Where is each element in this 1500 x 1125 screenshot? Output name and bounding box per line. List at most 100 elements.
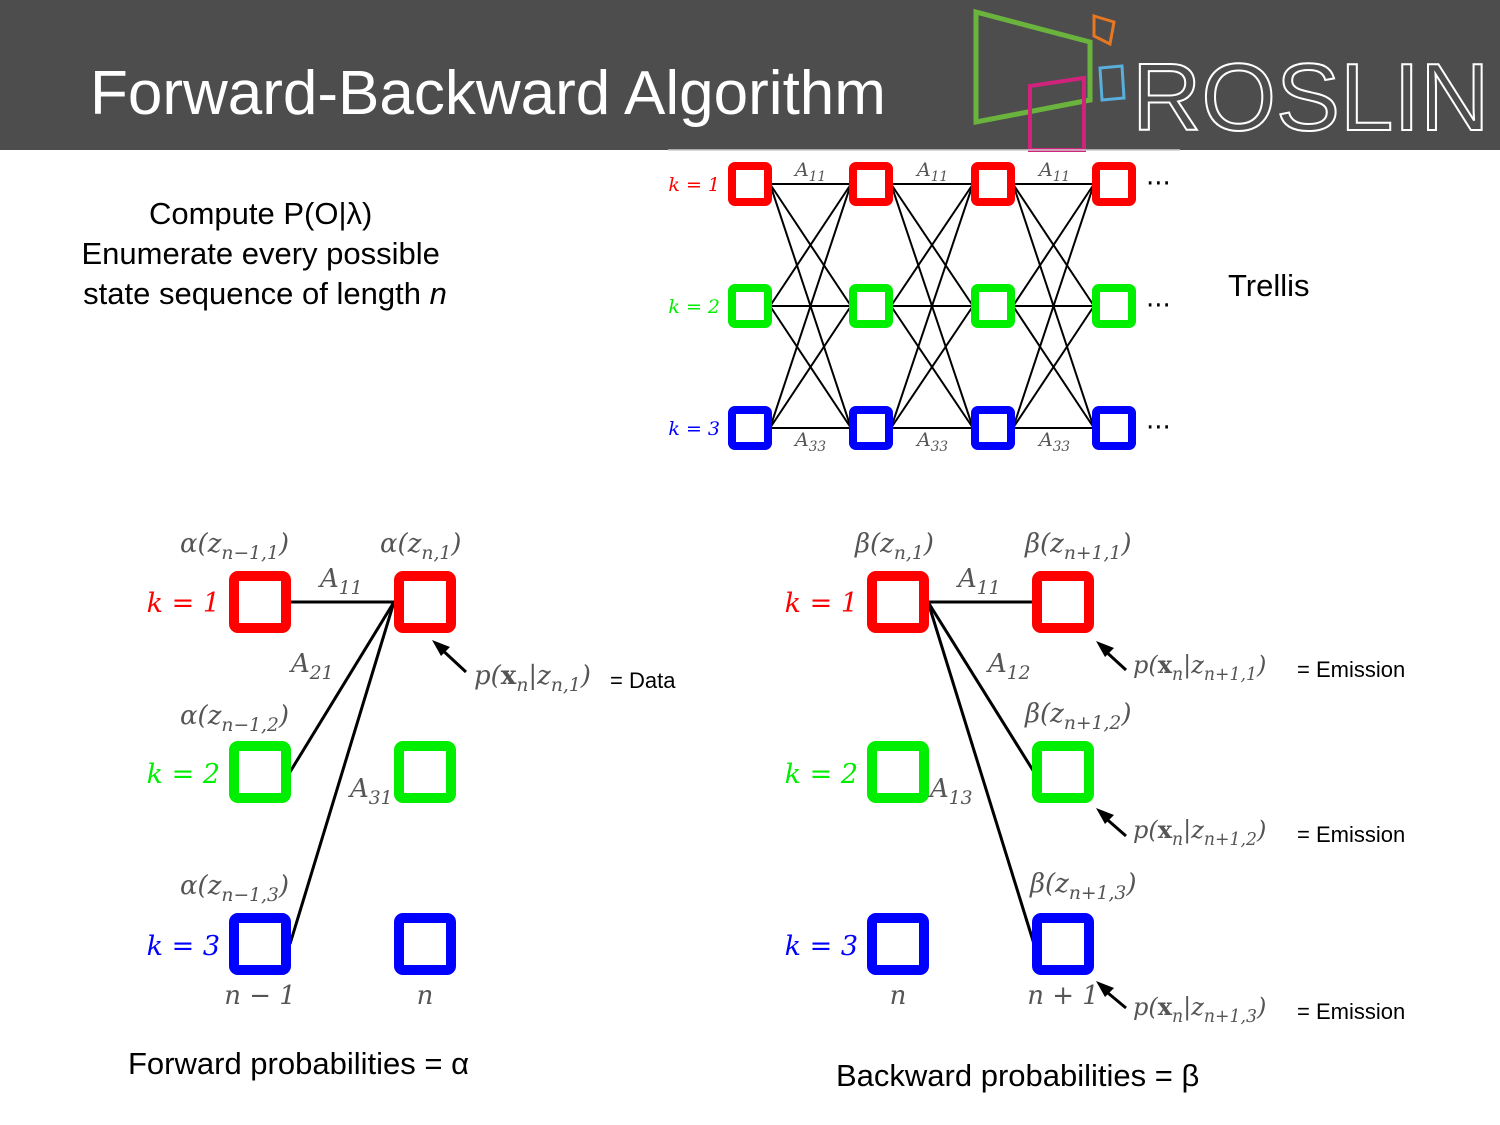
forward-diagram: k = 1 k = 2 k = 3 α(zn−1,1) α(zn−1,2) α(… [128, 529, 676, 1081]
backward-node-next-k3 [1032, 913, 1094, 975]
logo-pink-shape [1028, 75, 1086, 152]
intro-text: Compute P(O|λ) Enumerate every possible … [81, 196, 448, 311]
trellis-bottom-label-1: A33 [793, 429, 826, 455]
forward-k3-label: k = 3 [147, 931, 220, 962]
trellis-node-k3-col2 [849, 406, 893, 450]
backward-edge-label-a13: A13 [928, 774, 973, 809]
intro-line-3: state sequence of length n [83, 276, 447, 311]
trellis-k-labels: k = 1 k = 2 k = 3 [668, 174, 720, 440]
trellis-k3-label: k = 3 [668, 418, 720, 440]
trellis-edge [1012, 183, 1095, 429]
backward-k3-label: k = 3 [785, 931, 858, 962]
logo-blue-shape [1098, 64, 1126, 102]
backward-node-next-k1 [1032, 571, 1094, 633]
trellis-node-k3-col3 [971, 406, 1015, 450]
forward-edge-a21 [288, 601, 396, 773]
trellis-node-k1-col2 [849, 162, 893, 206]
trellis-node-k3-col1 [728, 406, 772, 450]
forward-node-cur-k1 [394, 571, 456, 633]
forward-edges [288, 600, 396, 945]
backward-arrow-head-1 [1096, 641, 1114, 657]
backward-emission-3: p(xn|zn+1,3) [1133, 992, 1266, 1027]
roslin-logo: ROSLIN [973, 8, 1490, 152]
forward-node-cur-k2 [394, 741, 456, 803]
forward-edge-label-a11: A11 [318, 564, 363, 599]
header-bar [0, 0, 1500, 150]
trellis-ellipsis-1: ··· [1146, 169, 1171, 199]
backward-node-cur-k3 [867, 913, 929, 975]
trellis-bottom-label-3: A33 [1037, 429, 1070, 455]
forward-arrow-head [432, 640, 450, 656]
intro-line-1: Compute P(O|λ) [149, 196, 372, 231]
trellis-node-k1-col1 [728, 162, 772, 206]
trellis-diagram: k = 1 k = 2 k = 3 A11 A11 A11 A33 A33 A3… [668, 149, 1310, 455]
trellis-top-label-2: A11 [915, 159, 948, 185]
trellis-bottom-label-2: A33 [915, 429, 948, 455]
backward-emission-2: p(xn|zn+1,2) [1133, 815, 1266, 850]
trellis-edge [769, 183, 852, 307]
backward-edge-a12 [926, 601, 1036, 773]
backward-col-cur: n [890, 981, 907, 1011]
forward-k2-label: k = 2 [147, 759, 220, 790]
backward-node-next-k2 [1032, 741, 1094, 803]
trellis-node-k2-col2 [849, 284, 893, 328]
backward-k1-label: k = 1 [785, 588, 858, 619]
backward-emission-suffix-2: = Emission [1297, 822, 1405, 847]
trellis-top-label-3: A11 [1037, 159, 1070, 185]
forward-caption: Forward probabilities = α [128, 1046, 469, 1081]
backward-node-cur-k2 [867, 741, 929, 803]
trellis-label: Trellis [1228, 268, 1310, 303]
trellis-top-label-1: A11 [793, 159, 826, 185]
trellis-edge [890, 305, 974, 429]
backward-node-cur-k1 [867, 571, 929, 633]
backward-emission-1: p(xn|zn+1,1) [1133, 650, 1266, 685]
backward-arrow-head-3 [1096, 981, 1114, 997]
forward-emission-suffix: = Data [610, 668, 676, 693]
slide-title: Forward-Backward Algorithm [90, 59, 886, 128]
backward-edges [926, 600, 1036, 945]
forward-nodes [229, 571, 456, 975]
backward-beta-next-2: β(zn+1,2) [1024, 699, 1132, 734]
trellis-edge [890, 183, 974, 429]
backward-col-next: n + 1 [1027, 981, 1099, 1011]
backward-beta-next-3: β(zn+1,3) [1029, 869, 1137, 904]
forward-alpha-prev-2: α(zn−1,2) [180, 701, 289, 736]
intro-line-2: Enumerate every possible [81, 236, 439, 271]
backward-beta-next-1: β(zn+1,1) [1024, 529, 1132, 564]
trellis-edges [769, 183, 1095, 429]
backward-caption: Backward probabilities = β [836, 1058, 1199, 1093]
trellis-nodes [728, 162, 1136, 450]
forward-col-prev: n − 1 [224, 981, 296, 1011]
trellis-node-k2-col3 [971, 284, 1015, 328]
trellis-node-k1-col3 [971, 162, 1015, 206]
trellis-k2-label: k = 2 [668, 296, 720, 318]
backward-nodes [867, 571, 1094, 975]
logo-orange-shape [1092, 13, 1116, 47]
forward-col-cur: n [417, 981, 434, 1011]
logo-green-shape [973, 8, 1093, 126]
forward-edge-label-a31: A31 [348, 774, 393, 809]
trellis-node-k1-col4 [1092, 162, 1136, 206]
forward-edge-label-a21: A21 [289, 649, 334, 684]
backward-diagram: k = 1 k = 2 k = 3 β(zn,1) β(zn+1,1) β(zn… [785, 529, 1406, 1093]
forward-alpha-prev-1: α(zn−1,1) [180, 529, 289, 564]
forward-node-prev-k3 [229, 913, 291, 975]
forward-edge-a31 [288, 601, 396, 945]
logo-text: ROSLIN [1132, 44, 1489, 151]
trellis-edge [1012, 183, 1095, 307]
trellis-node-k2-col1 [728, 284, 772, 328]
forward-node-cur-k3 [394, 913, 456, 975]
backward-emission-suffix-1: = Emission [1297, 657, 1405, 682]
trellis-k1-label: k = 1 [668, 174, 720, 196]
forward-emission-arrow [432, 640, 468, 674]
forward-emission: p(xn|zn,1) [474, 661, 591, 696]
backward-beta-cur: β(zn,1) [854, 529, 934, 564]
trellis-edge [890, 183, 974, 307]
forward-alpha-cur: α(zn,1) [380, 529, 461, 564]
backward-k2-label: k = 2 [785, 759, 858, 790]
trellis-ellipsis-3: ··· [1146, 413, 1171, 443]
trellis-ellipsis-2: ··· [1146, 291, 1171, 321]
forward-alpha-prev-3: α(zn−1,3) [180, 871, 289, 906]
backward-edge-label-a12: A12 [986, 649, 1031, 684]
